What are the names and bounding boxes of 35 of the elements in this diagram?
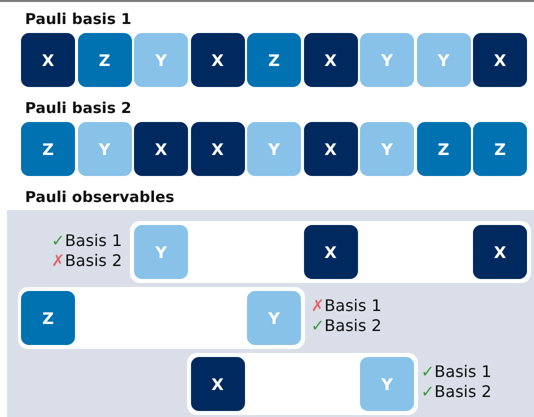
pauli-tile: Y	[247, 291, 301, 345]
basis-result-text: ✗Basis 1	[311, 296, 383, 316]
pauli-tile: X	[304, 122, 358, 176]
pauli-tile: Y	[78, 122, 132, 176]
pauli-tile: Z	[21, 122, 75, 176]
pauli-tile: Z	[78, 33, 132, 87]
basis-result-text: ✓Basis 2	[311, 316, 383, 336]
pauli-tile: X	[304, 225, 358, 279]
basis-result-text: ✓Basis 1	[421, 362, 493, 382]
pauli-tile: X	[134, 122, 188, 176]
pauli-tile: Z	[247, 33, 301, 87]
pauli-tile: Y	[360, 122, 414, 176]
section-heading: Pauli basis 1	[25, 10, 132, 28]
pauli-tile: Y	[134, 33, 188, 87]
pauli-tile: Y	[247, 122, 301, 176]
pauli-tile: X	[190, 33, 244, 87]
pauli-tile: X	[21, 33, 75, 87]
pauli-tile: Y	[416, 33, 470, 87]
pauli-tile: Y	[360, 33, 414, 87]
pauli-tile: Y	[134, 225, 188, 279]
pauli-tile: X	[473, 33, 527, 87]
pauli-tile: X	[304, 33, 358, 87]
pauli-tile: X	[190, 357, 244, 411]
pauli-tile: Y	[360, 357, 414, 411]
pauli-tile: Z	[473, 122, 527, 176]
pauli-tile: Z	[416, 122, 470, 176]
pauli-tile: X	[190, 122, 244, 176]
observables-panel	[7, 210, 534, 417]
pauli-tile: Z	[21, 291, 75, 345]
basis-result-text: ✓Basis 1	[50, 231, 122, 251]
pauli-tile: X	[473, 225, 527, 279]
basis-result-text: ✓Basis 2	[421, 382, 493, 402]
section-heading: Pauli basis 2	[25, 99, 132, 117]
basis-result-text: ✗Basis 2	[50, 251, 122, 271]
section-heading: Pauli observables	[25, 188, 174, 206]
